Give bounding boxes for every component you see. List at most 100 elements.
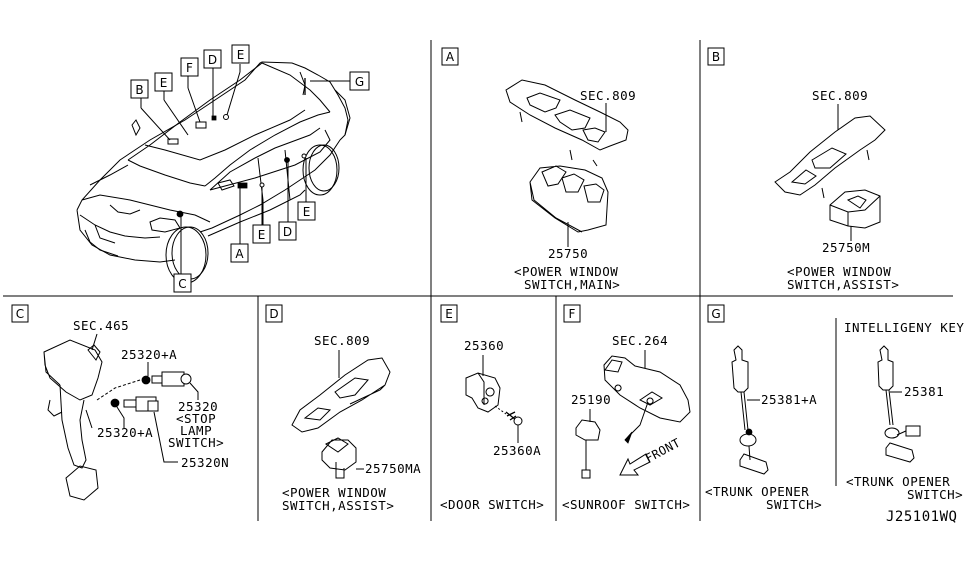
panel-f-label-box bbox=[563, 304, 581, 323]
callout-a: A bbox=[230, 243, 249, 263]
panel-f-direction: FRONT bbox=[643, 436, 683, 466]
panel-c-switch-part: 25320 bbox=[178, 399, 218, 414]
panel-g-variant-cable bbox=[885, 389, 894, 426]
panel-g-wire bbox=[748, 445, 751, 461]
panel-e-part: 25360 bbox=[464, 338, 504, 353]
panel-e-screw-part: 25360A bbox=[493, 443, 541, 458]
panel-b: B SEC.809 25750M <POWER WINDOW SWITCH,AS… bbox=[707, 47, 899, 292]
panel-g-variant-part: 25381 bbox=[904, 384, 944, 399]
svg-text:E: E bbox=[258, 228, 266, 242]
panel-c-nut-upper bbox=[141, 375, 151, 385]
panel-f-console bbox=[603, 355, 691, 423]
panel-d: D SEC.809 25750MA <POWER WINDOW SWITCH,A… bbox=[265, 304, 421, 513]
diagram-code: J25101WQ bbox=[886, 509, 957, 525]
panel-g-label-box bbox=[707, 304, 725, 323]
panel-b-switch bbox=[829, 189, 881, 229]
panel-a-ref: SEC.809 bbox=[580, 88, 636, 103]
panel-d-label-box bbox=[265, 304, 283, 323]
panel-c-ref-leader bbox=[91, 333, 98, 351]
panel-c-switch-n-part: 25320N bbox=[181, 455, 229, 470]
mark-d-upper bbox=[211, 115, 217, 121]
overview-leaders bbox=[140, 64, 350, 275]
mark-e-top bbox=[223, 114, 229, 120]
panel-c-nut-lower bbox=[110, 398, 120, 408]
rear-wheel-arch bbox=[308, 144, 340, 192]
panel-b-ref: SEC.809 bbox=[812, 88, 868, 103]
panel-e: E 25360 25360A <DOOR SWITCH> bbox=[440, 304, 544, 512]
svg-text:E: E bbox=[160, 76, 168, 90]
panel-d-label: D bbox=[269, 307, 278, 321]
mark-d-lower bbox=[284, 157, 290, 163]
callout-d-1: D bbox=[203, 49, 222, 69]
panel-a-bezel bbox=[505, 79, 629, 167]
panel-b-label: B bbox=[712, 50, 720, 64]
panel-b-label-box bbox=[707, 47, 725, 66]
panel-c-switch-upper-cap bbox=[180, 373, 192, 385]
panel-f-ref: SEC.264 bbox=[612, 333, 668, 348]
callout-g: G bbox=[349, 71, 370, 91]
front-wheel-arch bbox=[171, 226, 209, 280]
panel-e-label-box bbox=[440, 304, 458, 323]
car-side-windows bbox=[209, 127, 331, 235]
car-antenna bbox=[131, 119, 141, 137]
panel-g-part: 25381+A bbox=[761, 392, 817, 407]
panel-e-screw-head bbox=[513, 416, 523, 426]
panel-a-caption-2: SWITCH,MAIN> bbox=[524, 277, 620, 292]
panel-f-part: 25190 bbox=[571, 392, 611, 407]
panel-c-ref: SEC.465 bbox=[73, 318, 129, 333]
panel-g-variant-connector bbox=[905, 425, 921, 437]
panel-b-caption-2: SWITCH,ASSIST> bbox=[787, 277, 899, 292]
callout-e-4: E bbox=[297, 201, 316, 221]
callout-d-2: D bbox=[278, 221, 297, 241]
car-body-outline bbox=[76, 61, 349, 263]
panel-c-thread-upper bbox=[151, 375, 163, 384]
panel-g-variant-switch bbox=[885, 442, 915, 463]
panel-a-label-box bbox=[441, 47, 459, 66]
panel-g-label: G bbox=[711, 307, 720, 321]
svg-text:G: G bbox=[355, 75, 364, 89]
panel-f-switch bbox=[575, 419, 601, 479]
car-mirror bbox=[217, 179, 235, 191]
panel-g-switch bbox=[739, 453, 769, 475]
panel-f: F SEC.264 25190 FRONT <SUNROOF SWITCH> bbox=[562, 304, 691, 512]
car-hood bbox=[81, 164, 211, 223]
callout-f: F bbox=[180, 57, 199, 77]
panel-d-caption-2: SWITCH,ASSIST> bbox=[282, 498, 394, 513]
panel-c: C SEC.465 25320+A 25320 <STOP LAMP SWITC… bbox=[11, 304, 229, 501]
panel-b-part: 25750M bbox=[822, 240, 870, 255]
panel-g-variant-grommet bbox=[884, 427, 900, 439]
panel-c-nut-lower-part: 25320+A bbox=[97, 425, 153, 440]
panel-g-connector bbox=[745, 428, 753, 436]
front-arrow-icon bbox=[619, 453, 651, 476]
callout-e-3: E bbox=[252, 224, 271, 244]
panel-c-switch-n-leader bbox=[153, 411, 178, 463]
panel-c-switch-name-2: LAMP bbox=[180, 423, 212, 438]
panel-g-cable bbox=[740, 391, 749, 431]
callout-e-1: E bbox=[154, 72, 173, 92]
svg-text:D: D bbox=[208, 53, 217, 67]
svg-text:A: A bbox=[235, 247, 244, 261]
panel-g-caption-1: <TRUNK OPENER bbox=[705, 484, 809, 499]
panel-g-caption-2: SWITCH> bbox=[766, 497, 822, 512]
panel-c-nut-upper-part: 25320+A bbox=[121, 347, 177, 362]
grid-lines bbox=[3, 40, 953, 521]
svg-text:D: D bbox=[283, 225, 292, 239]
panel-f-label: F bbox=[569, 307, 576, 321]
panel-e-label: E bbox=[445, 307, 453, 321]
panel-c-label-box bbox=[11, 304, 29, 323]
svg-text:B: B bbox=[135, 83, 143, 97]
overview-callouts: B E F D E G A E D E C bbox=[130, 44, 370, 293]
panel-b-caption-1: <POWER WINDOW bbox=[787, 264, 891, 279]
panel-c-nut-lower-leader bbox=[116, 406, 125, 428]
panel-b-bezel bbox=[774, 115, 886, 199]
callout-c: C bbox=[173, 273, 192, 293]
panel-g-cylinder bbox=[731, 345, 749, 393]
panel-g-variant-title: INTELLIGENY KEY bbox=[844, 320, 964, 335]
mark-a bbox=[237, 182, 248, 189]
panel-g-variant-caption-1: <TRUNK OPENER bbox=[846, 474, 950, 489]
panel-e-switch bbox=[465, 372, 501, 413]
panel-a-part: 25750 bbox=[548, 246, 588, 261]
panel-g-grommet bbox=[739, 433, 757, 447]
panel-e-caption: <DOOR SWITCH> bbox=[440, 497, 544, 512]
